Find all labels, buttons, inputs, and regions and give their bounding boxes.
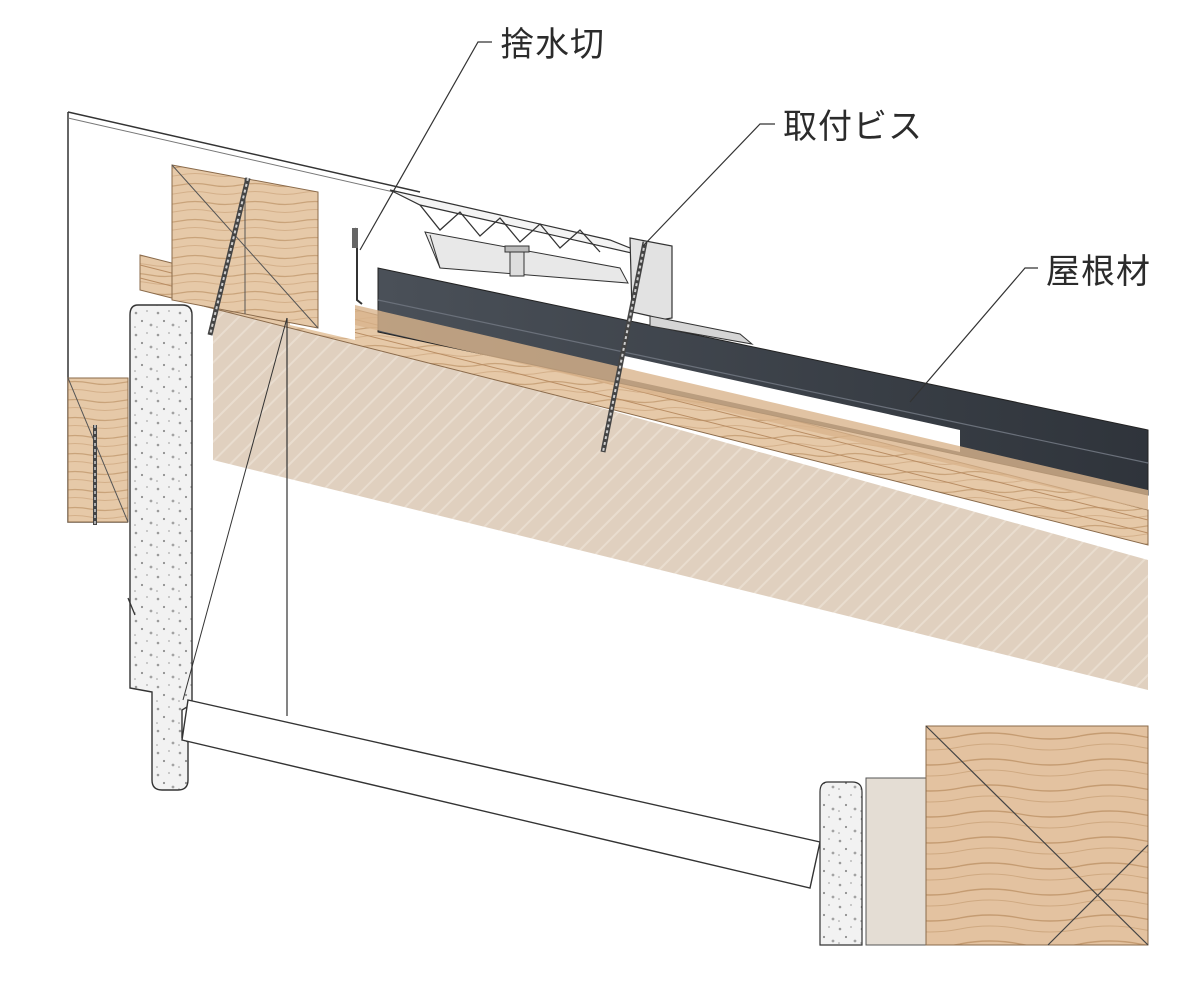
leader-line-mounting-screw: [642, 123, 775, 247]
right-shaded-panel: [865, 777, 927, 946]
fascia-board-speckled: [129, 304, 193, 791]
leader-line-drip-edge: [359, 41, 492, 251]
roof-top-line: [67, 111, 421, 193]
rafter-shaded-band: [213, 300, 1148, 690]
leader-line-roofing-material: [909, 267, 1038, 403]
soffit-board: [181, 699, 821, 889]
label-roofing-material: 屋根材: [1046, 252, 1151, 292]
label-drip-edge: 捨水切: [500, 25, 605, 65]
batten-strip: [355, 305, 1148, 510]
label-mounting-screw: 取付ビス: [783, 107, 923, 147]
mounting-screw: [600, 241, 648, 453]
small-bolt: [504, 245, 530, 277]
right-speckled-board: [819, 781, 863, 946]
fascia-screw: [207, 177, 251, 336]
